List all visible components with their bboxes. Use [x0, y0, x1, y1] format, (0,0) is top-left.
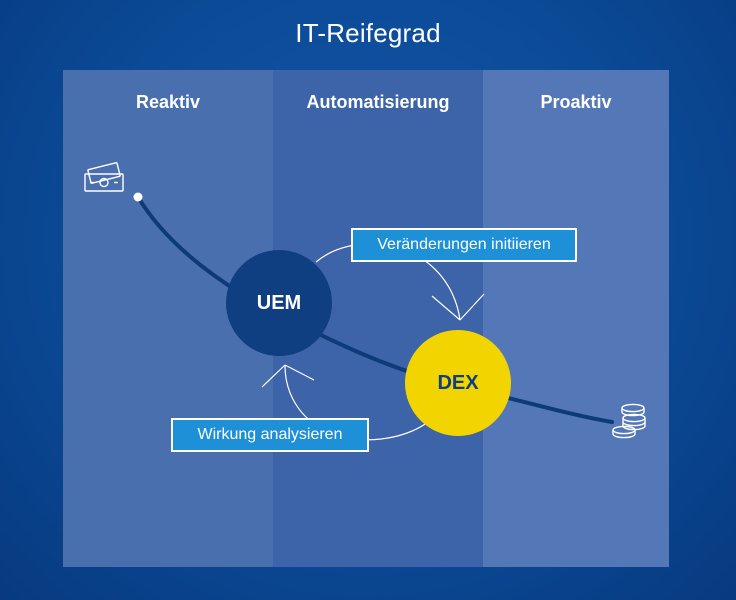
column-header-reaktiv: Reaktiv [135, 92, 201, 112]
arrow-bottom-head-left [261, 364, 286, 388]
diagram-title: IT-Reifegrad [295, 18, 441, 48]
money-bills-icon [84, 162, 124, 192]
node-uem: UEM [226, 250, 332, 356]
column-automatisierung: Automatisierung [273, 70, 483, 567]
coin-stack-icon [612, 403, 646, 439]
arrow-top-head-right [459, 293, 485, 321]
column-header-proaktiv: Proaktiv [540, 92, 612, 112]
label-wirkung-analysieren: Wirkung analysieren [171, 418, 369, 452]
maturity-curve [136, 195, 614, 424]
curve-start-dot [133, 192, 143, 202]
arrow-bottom-head-right [284, 364, 315, 381]
node-dex: DEX [405, 330, 511, 436]
arrow-top-head-left [431, 295, 461, 321]
label-veraenderungen-initiieren: Veränderungen initiieren [351, 228, 577, 262]
column-header-automatisierung: Automatisierung [306, 92, 450, 112]
column-proaktiv: Proaktiv [483, 70, 669, 567]
